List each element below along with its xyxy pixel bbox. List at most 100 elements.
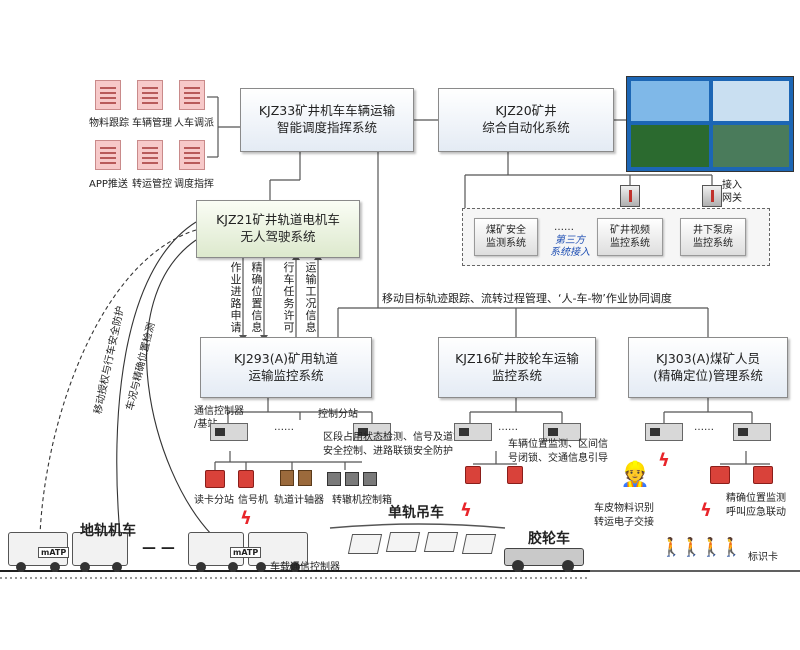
locomotive-car — [72, 532, 128, 566]
switch-box-icon — [327, 472, 341, 486]
kj303-desc: 精确位置监测 呼叫应急联动 — [726, 493, 786, 518]
wheel-icon — [16, 562, 26, 572]
comm-controller-label: 通信控制器 /基站 — [194, 406, 244, 430]
matp-label: mATP — [38, 547, 70, 558]
signal-icon — [238, 470, 254, 488]
tag-label: 标识卡 — [748, 552, 778, 563]
device-label: 轨道计轴器 — [274, 495, 324, 506]
kj293-desc: 区段占用状态检测、信号及道岔 安全控制、进路联锁安全防护 — [323, 432, 463, 457]
onboard-controller-label: 车载通信控制器 — [270, 562, 340, 573]
walking-person-icon: 🚶 — [720, 537, 743, 558]
wheel-icon — [512, 560, 524, 572]
gateway-icon — [620, 185, 640, 207]
document-icon — [137, 140, 163, 170]
wheel-icon — [290, 562, 300, 572]
gas-monitor-label: 煤矿安全 监测系统 — [486, 225, 526, 249]
matp-label: mATP — [230, 547, 262, 558]
kj303-label: KJ303(A)煤矿人员 (精确定位)管理系统 — [653, 350, 763, 383]
wireless-bolt-icon: ϟ — [658, 450, 670, 471]
conveyor-label: 车皮物料识别 转运电子交接 — [594, 503, 654, 528]
kj293-dots: …… — [274, 422, 294, 433]
switch-box-icon — [345, 472, 359, 486]
third-party-label: 第三方 系统接入 — [550, 235, 590, 258]
kjz33-label: KJZ33矿井机车车辆运输 智能调度指挥系统 — [258, 103, 396, 135]
kjz16-dots: …… — [498, 422, 518, 433]
device-label: 转辙机控制箱 — [332, 495, 392, 506]
app-label: 调度指挥 — [174, 179, 214, 190]
kjz21-label: KJZ21矿井轨道电机车 无人驾驶系统 — [216, 212, 340, 244]
kjz21-box: KJZ21矿井轨道电机车 无人驾驶系统 — [196, 200, 360, 258]
rubber-vehicle-label: 胶轮车 — [528, 531, 570, 547]
third-party-dots: …… — [554, 222, 574, 233]
wheel-icon — [196, 562, 206, 572]
wheel-icon — [256, 562, 266, 572]
kj303-reader-icon — [753, 466, 773, 484]
gateway-icon — [702, 185, 722, 207]
pump-monitor-label: 井下泵房 监控系统 — [693, 225, 733, 249]
worker-icon: 👷 — [620, 460, 650, 488]
document-icon — [95, 80, 121, 110]
comm-controller-icon — [210, 423, 248, 441]
kj303-dots: …… — [694, 422, 714, 433]
video-monitor-box: 矿井视频 监控系统 — [597, 218, 663, 256]
kj293-label: KJ293(A)矿用轨道 运输监控系统 — [233, 350, 339, 383]
kjz16-box: KJZ16矿井胶轮车运输 监控系统 — [438, 337, 596, 398]
control-station-icon — [353, 423, 391, 441]
document-icon — [137, 80, 163, 110]
wheel-icon — [562, 560, 574, 572]
monorail-car — [461, 534, 497, 554]
wireless-bolt-icon: ϟ — [240, 508, 252, 529]
kj303-controller-icon — [733, 423, 771, 441]
wireless-bolt-icon: ϟ — [460, 500, 472, 521]
wheel-icon — [80, 562, 90, 572]
app-label: APP推送 — [89, 179, 128, 190]
kjz16-reader-icon — [507, 466, 523, 484]
locomotive-label: 地轨机车 — [80, 523, 136, 539]
kj303-controller-icon — [645, 423, 683, 441]
kjz16-label: KJZ16矿井胶轮车运输 监控系统 — [455, 350, 579, 383]
pump-monitor-box: 井下泵房 监控系统 — [680, 218, 746, 256]
bus-label: 移动目标轨迹跟踪、流转过程管理、‘人-车-物’作业协同调度 — [382, 292, 672, 305]
kj303-box: KJ303(A)煤矿人员 (精确定位)管理系统 — [628, 337, 788, 398]
app-label: 人车调派 — [174, 118, 214, 129]
walking-person-icon: 🚶 — [660, 537, 683, 558]
axle-counter-icon — [298, 470, 312, 486]
kjz20-label: KJZ20矿井 综合自动化系统 — [482, 103, 570, 135]
task-permit-label: 行车任务许可 — [283, 261, 295, 334]
kjz16-controller-icon — [543, 423, 581, 441]
device-label: 信号机 — [238, 495, 268, 506]
app-label: 物料跟踪 — [89, 118, 129, 129]
kjz16-reader-icon — [465, 466, 481, 484]
walking-person-icon: 🚶 — [680, 537, 703, 558]
monorail-car — [385, 532, 421, 552]
gateway-label: 接入 网关 — [722, 180, 742, 204]
video-monitor-label: 矿井视频 监控系统 — [610, 225, 650, 249]
monitor-screen-image — [626, 76, 794, 172]
train-gap-dash: — — — [142, 540, 175, 556]
axle-counter-icon — [280, 470, 294, 486]
kjz20-box: KJZ20矿井 综合自动化系统 — [438, 88, 614, 152]
document-icon — [95, 140, 121, 170]
wheel-icon — [112, 562, 122, 572]
kj293-box: KJ293(A)矿用轨道 运输监控系统 — [200, 337, 372, 398]
card-reader-icon — [205, 470, 225, 488]
wireless-bolt-icon: ϟ — [700, 500, 712, 521]
app-label: 转运管控 — [132, 179, 172, 190]
monorail-label: 单轨吊车 — [388, 505, 444, 521]
monorail-car — [347, 534, 383, 554]
kjz33-box: KJZ33矿井机车车辆运输 智能调度指挥系统 — [240, 88, 414, 152]
gas-monitor-box: 煤矿安全 监测系统 — [474, 218, 538, 256]
kjz16-controller-icon — [454, 423, 492, 441]
control-station-label: 控制分站 — [318, 409, 358, 420]
kj303-reader-icon — [710, 466, 730, 484]
wheel-icon — [228, 562, 238, 572]
document-icon — [179, 80, 205, 110]
switch-box-icon — [363, 472, 377, 486]
device-label: 读卡分站 — [194, 495, 234, 506]
kjz16-desc: 车辆位置监测、区间信 号闭锁、交通信息引导 — [508, 439, 608, 464]
precise-position-label: 精确位置信息 — [251, 261, 263, 334]
document-icon — [179, 140, 205, 170]
monorail-car — [423, 532, 459, 552]
wheel-icon — [50, 562, 60, 572]
